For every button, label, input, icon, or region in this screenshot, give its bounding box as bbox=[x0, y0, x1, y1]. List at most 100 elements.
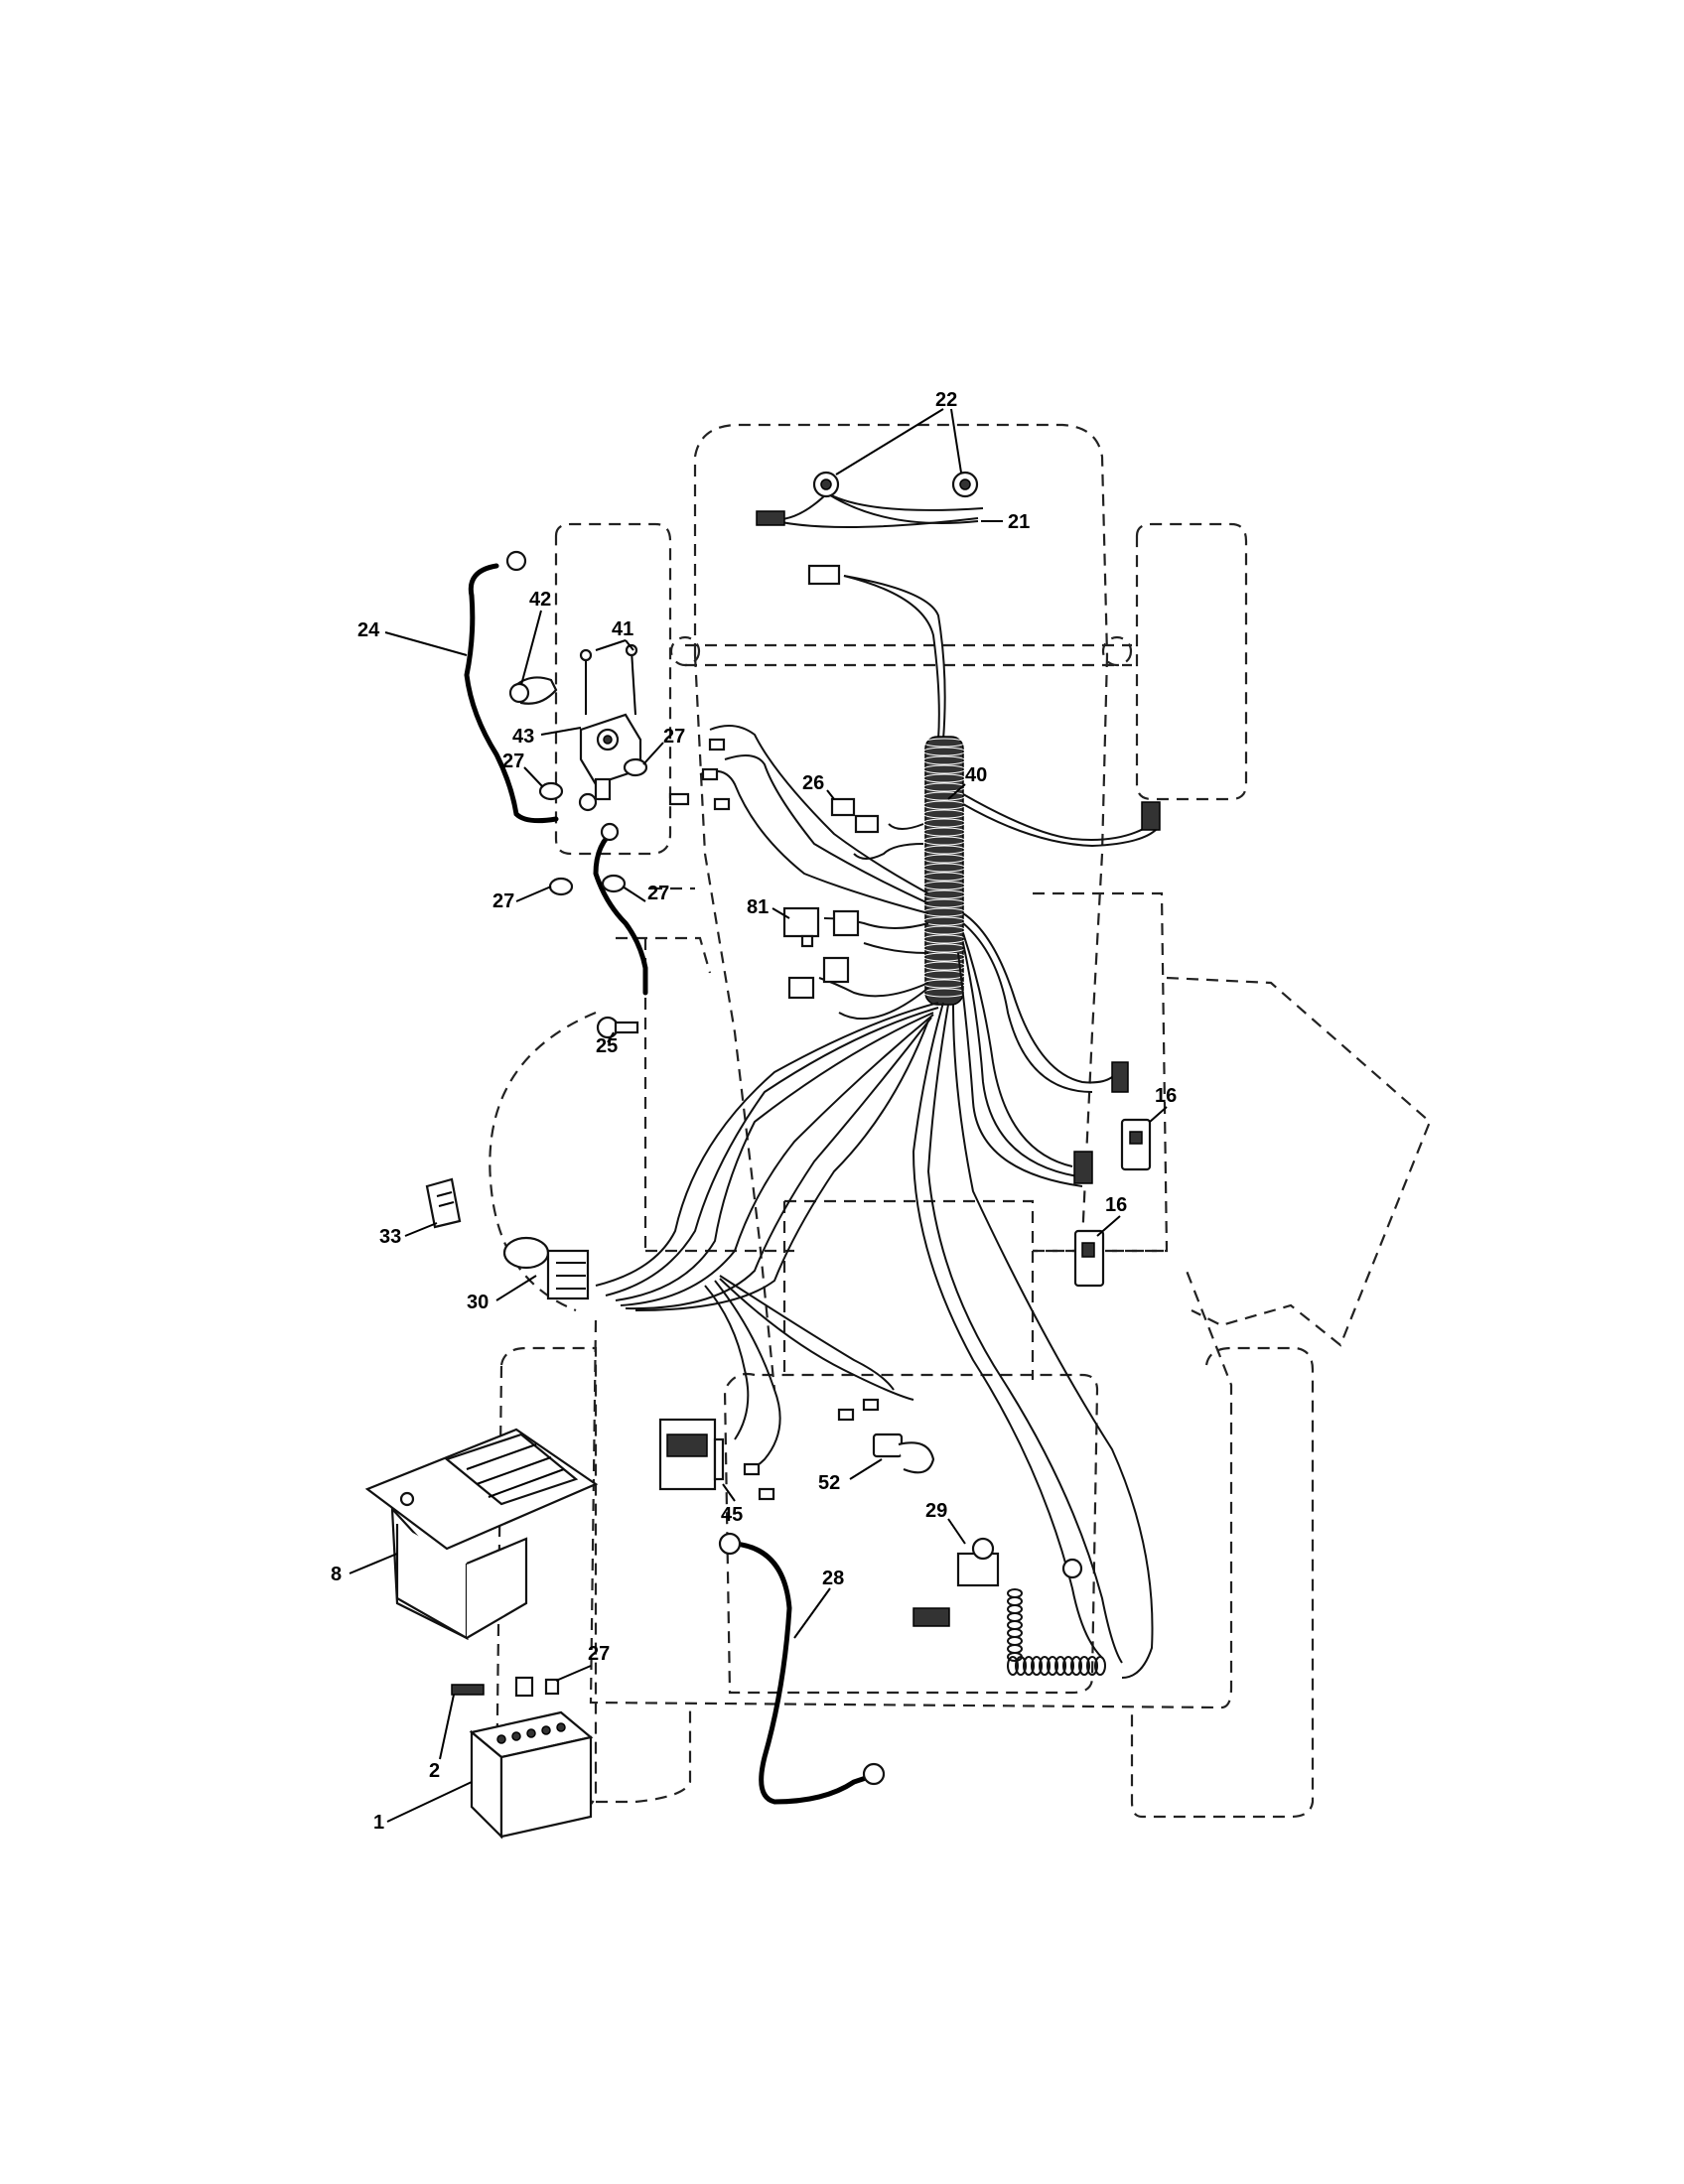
conduit-coil bbox=[922, 773, 966, 783]
pto-connector-right bbox=[1141, 801, 1161, 831]
callout-25: 25 bbox=[596, 1035, 618, 1057]
conduit-coil bbox=[922, 827, 966, 837]
headlight-bulb-right bbox=[951, 471, 979, 498]
coil-loop bbox=[1007, 1636, 1023, 1646]
conduit-coil bbox=[922, 863, 966, 873]
callout-1: 1 bbox=[373, 1812, 384, 1834]
conduit-coil bbox=[922, 889, 966, 899]
coil-loop bbox=[1007, 1656, 1019, 1676]
ignition-switch-30 bbox=[502, 1236, 590, 1300]
coil-loop bbox=[1070, 1656, 1082, 1676]
conduit-coil bbox=[922, 872, 966, 882]
switch-29 bbox=[912, 1537, 1000, 1627]
callout-2: 2 bbox=[429, 1760, 440, 1782]
conduit-coil bbox=[922, 961, 966, 971]
coil-loop bbox=[1007, 1604, 1023, 1614]
coil-loop bbox=[1031, 1656, 1043, 1676]
relay-81 bbox=[782, 906, 820, 948]
callout-43: 43 bbox=[512, 726, 534, 748]
coil-loop bbox=[1007, 1652, 1023, 1662]
battery-terminals bbox=[514, 1676, 560, 1698]
terminals-45-area bbox=[743, 1398, 880, 1501]
connector-right-upper bbox=[1111, 1061, 1129, 1093]
callout-8: 8 bbox=[331, 1564, 342, 1585]
battery-1 bbox=[469, 1710, 594, 1840]
coil-loop bbox=[1007, 1612, 1023, 1622]
callout-28: 28 bbox=[822, 1568, 844, 1589]
conduit-coil bbox=[922, 881, 966, 890]
terminal-boot-42 bbox=[508, 676, 558, 705]
coil-loop bbox=[1054, 1656, 1066, 1676]
module-45 bbox=[658, 1418, 725, 1491]
conduit-coil bbox=[922, 747, 966, 756]
switch-16-upper bbox=[1120, 1118, 1152, 1171]
callout-42: 42 bbox=[529, 589, 551, 611]
conduit-coil bbox=[922, 764, 966, 774]
module-33 bbox=[425, 1177, 462, 1229]
callout-33: 33 bbox=[379, 1226, 401, 1248]
battery-box-8 bbox=[364, 1428, 599, 1641]
conduit-coil bbox=[922, 916, 966, 926]
callout-81: 81 bbox=[747, 896, 769, 918]
coil-loop bbox=[1062, 1656, 1074, 1676]
coil-loop bbox=[1094, 1656, 1106, 1676]
coil-loop bbox=[1007, 1628, 1023, 1638]
callout-41: 41 bbox=[612, 618, 633, 640]
callout-30: 30 bbox=[467, 1292, 489, 1313]
coil-loop bbox=[1007, 1644, 1023, 1654]
screw-41 bbox=[579, 643, 638, 716]
coil-loop bbox=[1007, 1596, 1023, 1606]
callout-16a: 16 bbox=[1155, 1085, 1177, 1107]
bolt-2 bbox=[451, 1684, 485, 1696]
light-52 bbox=[872, 1433, 935, 1474]
connector-right-lower bbox=[1073, 1151, 1093, 1184]
battery-cable-lower bbox=[593, 826, 648, 996]
solenoid-43 bbox=[579, 713, 642, 801]
switch-16-lower bbox=[1073, 1229, 1105, 1288]
callout-21: 21 bbox=[1008, 511, 1030, 533]
callout-27a: 27 bbox=[663, 726, 685, 748]
ring-terminal-29 bbox=[1061, 1558, 1083, 1579]
callout-27b: 27 bbox=[502, 751, 524, 772]
callout-40: 40 bbox=[965, 764, 987, 786]
conduit-coil bbox=[922, 898, 966, 908]
callout-27c: 27 bbox=[492, 890, 514, 912]
conduit-coil bbox=[922, 970, 966, 980]
coil-loop bbox=[1086, 1656, 1098, 1676]
nut-27 bbox=[538, 757, 648, 896]
headlight-connector bbox=[756, 510, 841, 586]
headlight-bulb-left bbox=[812, 471, 840, 498]
ground-cable-28 bbox=[718, 1532, 886, 1805]
callout-22: 22 bbox=[935, 389, 957, 411]
conduit-coil bbox=[922, 818, 966, 828]
coil-loop bbox=[1078, 1656, 1090, 1676]
coil-loop bbox=[1047, 1656, 1058, 1676]
conduit-coil bbox=[922, 738, 966, 748]
ring-terminals bbox=[578, 738, 731, 842]
conduit-coil bbox=[922, 782, 966, 792]
callout-45: 45 bbox=[721, 1504, 743, 1526]
battery-cable-24 bbox=[464, 550, 559, 824]
callout-26: 26 bbox=[802, 772, 824, 794]
callout-29: 29 bbox=[925, 1500, 947, 1522]
connectors-81-area bbox=[787, 909, 860, 1000]
coil-loop bbox=[1007, 1620, 1023, 1630]
harness-conduit-40 bbox=[924, 736, 964, 1006]
conduit-coil bbox=[922, 836, 966, 846]
callout-52: 52 bbox=[818, 1472, 840, 1494]
conduit-coil bbox=[922, 854, 966, 864]
leaders bbox=[349, 408, 1168, 1823]
conduit-coil bbox=[922, 809, 966, 819]
connector-26 bbox=[830, 797, 880, 834]
fuse-25 bbox=[596, 1016, 639, 1039]
callout-24: 24 bbox=[357, 619, 380, 641]
conduit-coil bbox=[922, 979, 966, 989]
coil-loop bbox=[1039, 1656, 1051, 1676]
wiring-harness bbox=[595, 490, 1158, 1679]
coil-loop bbox=[1023, 1656, 1035, 1676]
callout-labels: 22 21 42 41 24 43 27 27 27 27 26 40 81 2… bbox=[331, 389, 1177, 1834]
conduit-coil bbox=[922, 845, 966, 855]
conduit-coil bbox=[922, 755, 966, 765]
conduit-coil bbox=[922, 925, 966, 935]
